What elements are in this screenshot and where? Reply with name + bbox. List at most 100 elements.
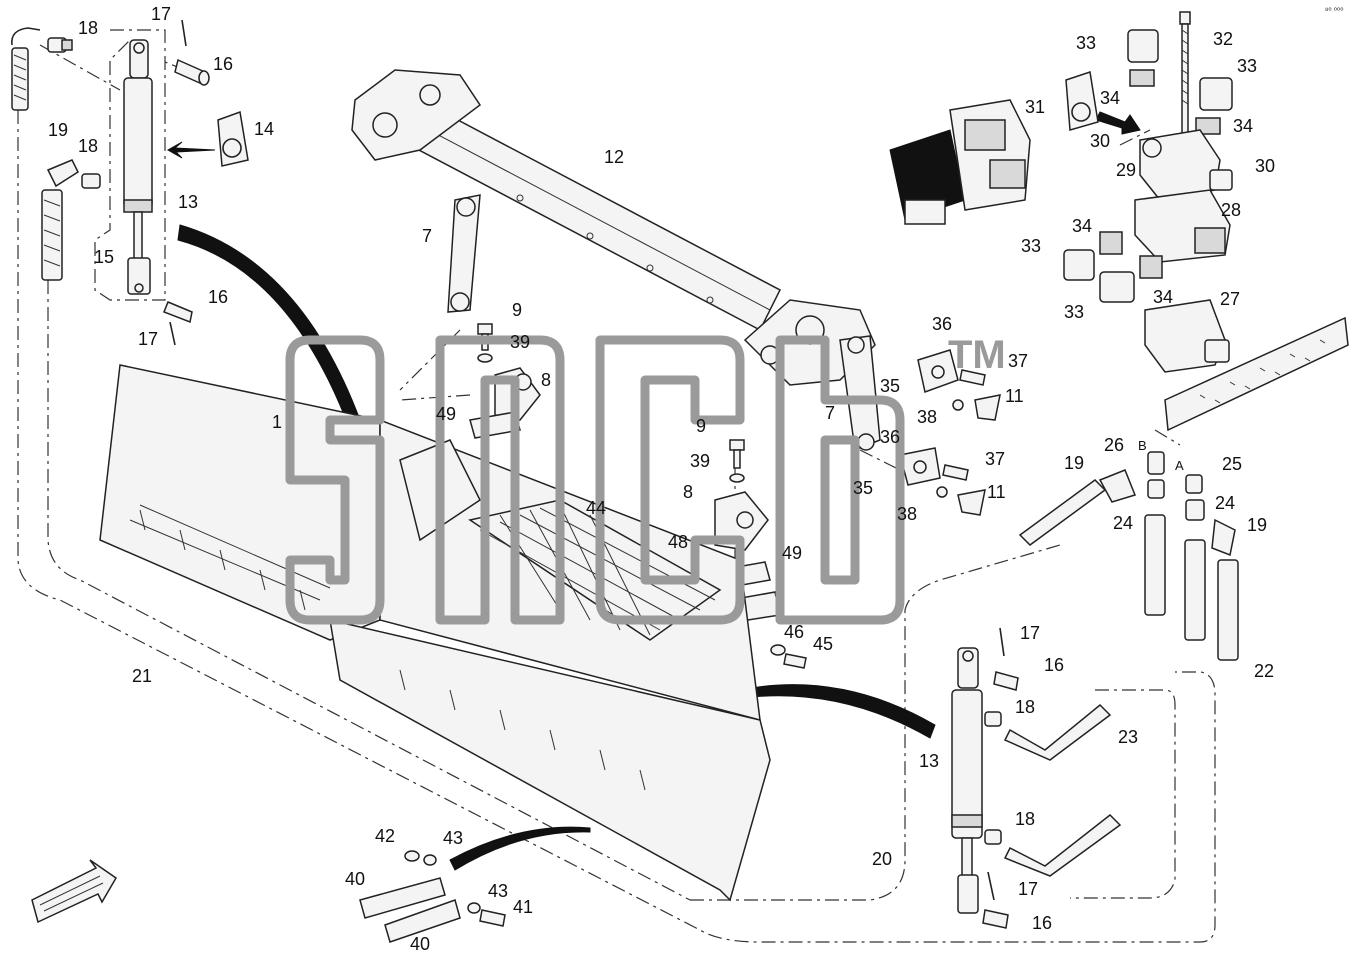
part-number-label: 27 bbox=[1220, 289, 1240, 309]
part-number-label: 36 bbox=[932, 314, 952, 334]
part-number-label: 30 bbox=[1090, 131, 1110, 151]
direction-arrow-right bbox=[739, 684, 936, 739]
hoses-22-vertical bbox=[1144, 514, 1239, 661]
direction-arrow-bottom bbox=[449, 826, 591, 871]
part-number-label: 41 bbox=[513, 897, 533, 917]
solenoid-33-right bbox=[1195, 77, 1233, 135]
fitting-18-lower bbox=[81, 173, 101, 189]
pin-16-right-lower bbox=[982, 909, 1009, 929]
pin-16-lower bbox=[163, 301, 193, 324]
part-number-label: 16 bbox=[208, 287, 228, 307]
part-number-label: 17 bbox=[151, 4, 171, 24]
valve-27 bbox=[1144, 299, 1230, 373]
fittings-24-26 bbox=[1147, 451, 1236, 557]
part-number-label: 34 bbox=[1072, 216, 1092, 236]
link-7-right bbox=[839, 335, 881, 452]
part-number-label: 37 bbox=[1008, 351, 1028, 371]
orientation-arrow-icon bbox=[31, 859, 117, 924]
link-7-left bbox=[447, 194, 481, 313]
solenoids-33-lower bbox=[1063, 231, 1163, 303]
split-pin-17-right-lower bbox=[987, 871, 995, 901]
part-number-label: 20 bbox=[872, 849, 892, 869]
part-number-label: 9 bbox=[696, 416, 706, 436]
hose-18-right-lower bbox=[984, 813, 1122, 877]
part-number-label: 35 bbox=[880, 376, 900, 396]
fitting-18-upper bbox=[47, 37, 73, 53]
part-number-label: 33 bbox=[1064, 302, 1084, 322]
part-number-label: 33 bbox=[1076, 33, 1096, 53]
valve-28 bbox=[1134, 189, 1231, 263]
split-pin-17-upper bbox=[181, 19, 187, 47]
part-number-label: 15 bbox=[94, 247, 114, 267]
part-number-label: 16 bbox=[1032, 913, 1052, 933]
part-number-label: 22 bbox=[1254, 661, 1274, 681]
part-number-label: 25 bbox=[1222, 454, 1242, 474]
hose-route-23 bbox=[1070, 689, 1176, 899]
part-number-label: 45 bbox=[813, 634, 833, 654]
part-number-label: 18 bbox=[1015, 697, 1035, 717]
bolt-9-right bbox=[729, 439, 745, 483]
rod-32 bbox=[1179, 11, 1191, 135]
split-pin-17-right-upper bbox=[999, 627, 1005, 657]
valve-29-30 bbox=[1139, 129, 1233, 201]
cylinder-13-right bbox=[951, 647, 983, 914]
part-number-label: 24 bbox=[1215, 493, 1235, 513]
part-number-label: 46 bbox=[784, 622, 804, 642]
part-number-label: 17 bbox=[1018, 879, 1038, 899]
part-number-label: 29 bbox=[1116, 160, 1136, 180]
hose-left-upper bbox=[11, 27, 41, 111]
part-number-label: 13 bbox=[919, 751, 939, 771]
part-number-label: 8 bbox=[541, 370, 551, 390]
part-number-label: 30 bbox=[1255, 156, 1275, 176]
part-number-label: 39 bbox=[510, 332, 530, 352]
hose-left-lower bbox=[41, 159, 79, 281]
pin-16-upper bbox=[174, 58, 210, 86]
part-number-label: 38 bbox=[897, 504, 917, 524]
corner-mark: ⁸⁰ ⁰⁰⁰ bbox=[1325, 6, 1343, 15]
hose-19-right-upper bbox=[1018, 469, 1136, 546]
part-number-label: 17 bbox=[138, 329, 158, 349]
part-number-label: 7 bbox=[422, 226, 432, 246]
part-number-label: 9 bbox=[512, 300, 522, 320]
part-number-label: 36 bbox=[880, 427, 900, 447]
solenoid-33-top bbox=[1127, 29, 1159, 87]
pin-16-right-upper bbox=[993, 671, 1019, 691]
part-number-label: 28 bbox=[1221, 200, 1241, 220]
part-number-label: 44 bbox=[586, 498, 606, 518]
cylinder-13-left bbox=[123, 39, 153, 295]
part-number-label: 31 bbox=[1025, 97, 1045, 117]
part-number-label: 18 bbox=[78, 18, 98, 38]
pivot-upper-35-36 bbox=[917, 349, 1001, 421]
manifold-block bbox=[1164, 316, 1349, 432]
split-pin-17-lower bbox=[169, 321, 176, 346]
part-number-label: 33 bbox=[1237, 56, 1257, 76]
watermark-logo: TM bbox=[285, 333, 1006, 625]
bucket-1 bbox=[99, 364, 771, 902]
part-number-label: 13 bbox=[178, 192, 198, 212]
hose-route-21 bbox=[17, 110, 1216, 943]
part-number-label: 40 bbox=[345, 869, 365, 889]
part-number-label: 11 bbox=[1005, 386, 1024, 406]
part-number-label: 48 bbox=[668, 532, 688, 552]
valve-assembly-photo bbox=[889, 99, 1031, 225]
part-number-label: 33 bbox=[1021, 236, 1041, 256]
part-number-label: 34 bbox=[1100, 88, 1120, 108]
part-number-label: 19 bbox=[1247, 515, 1267, 535]
part-number-label: 32 bbox=[1213, 29, 1233, 49]
part-number-label: 42 bbox=[375, 826, 395, 846]
part-number-label: 24 bbox=[1113, 513, 1133, 533]
part-number-label: 11 bbox=[987, 482, 1006, 502]
part-number-label: 49 bbox=[782, 543, 802, 563]
part-number-label: 43 bbox=[443, 828, 463, 848]
part-number-label: 19 bbox=[1064, 453, 1084, 473]
part-number-label: 39 bbox=[690, 451, 710, 471]
port-label: B bbox=[1138, 438, 1147, 453]
part-number-label: 34 bbox=[1233, 116, 1253, 136]
pivot-lower-35-36 bbox=[899, 447, 986, 516]
part-number-label: 43 bbox=[488, 881, 508, 901]
part-number-label: 40 bbox=[410, 934, 430, 954]
part-number-label: 19 bbox=[48, 120, 68, 140]
part-number-label: 16 bbox=[1044, 655, 1064, 675]
